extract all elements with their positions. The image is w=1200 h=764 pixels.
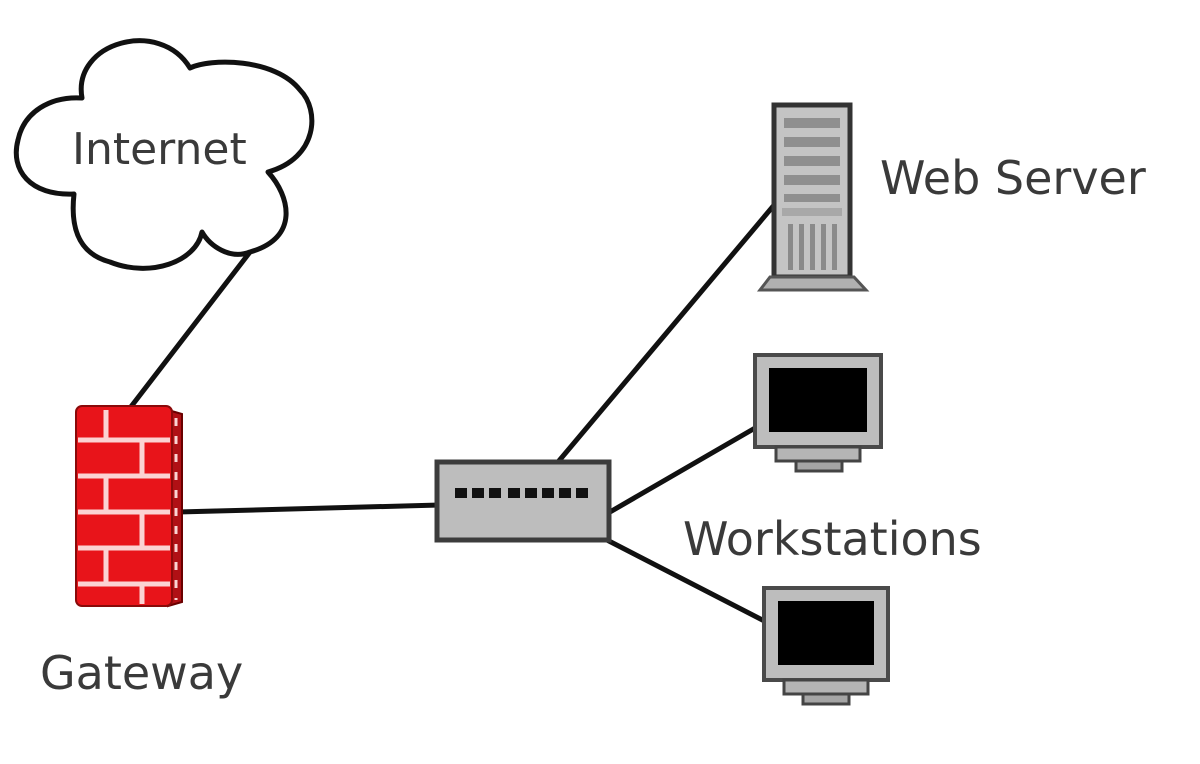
server-tower-icon — [756, 102, 870, 292]
internet-node — [13, 38, 315, 271]
switch-node — [434, 459, 612, 543]
edge-switch-workstation1 — [607, 421, 765, 515]
edge-switch-webserver — [555, 195, 783, 465]
cloud-icon — [13, 38, 315, 271]
workstation2-node — [762, 586, 890, 706]
workstation1-node — [753, 353, 883, 473]
edge-gateway-switch — [175, 502, 443, 515]
gateway-label: Gateway — [40, 646, 244, 700]
connections — [127, 195, 783, 631]
network-switch-icon — [434, 459, 612, 543]
monitor-icon — [762, 586, 890, 706]
gateway-node — [75, 405, 183, 608]
internet-label: Internet — [72, 124, 247, 175]
monitor-icon — [753, 353, 883, 473]
workstations-label: Workstations — [683, 512, 982, 566]
edge-internet-gateway — [127, 249, 253, 411]
webserver-node — [756, 102, 870, 292]
firewall-icon — [75, 405, 183, 608]
edge-switch-workstation2 — [604, 537, 781, 631]
webserver-label: Web Server — [880, 151, 1146, 205]
